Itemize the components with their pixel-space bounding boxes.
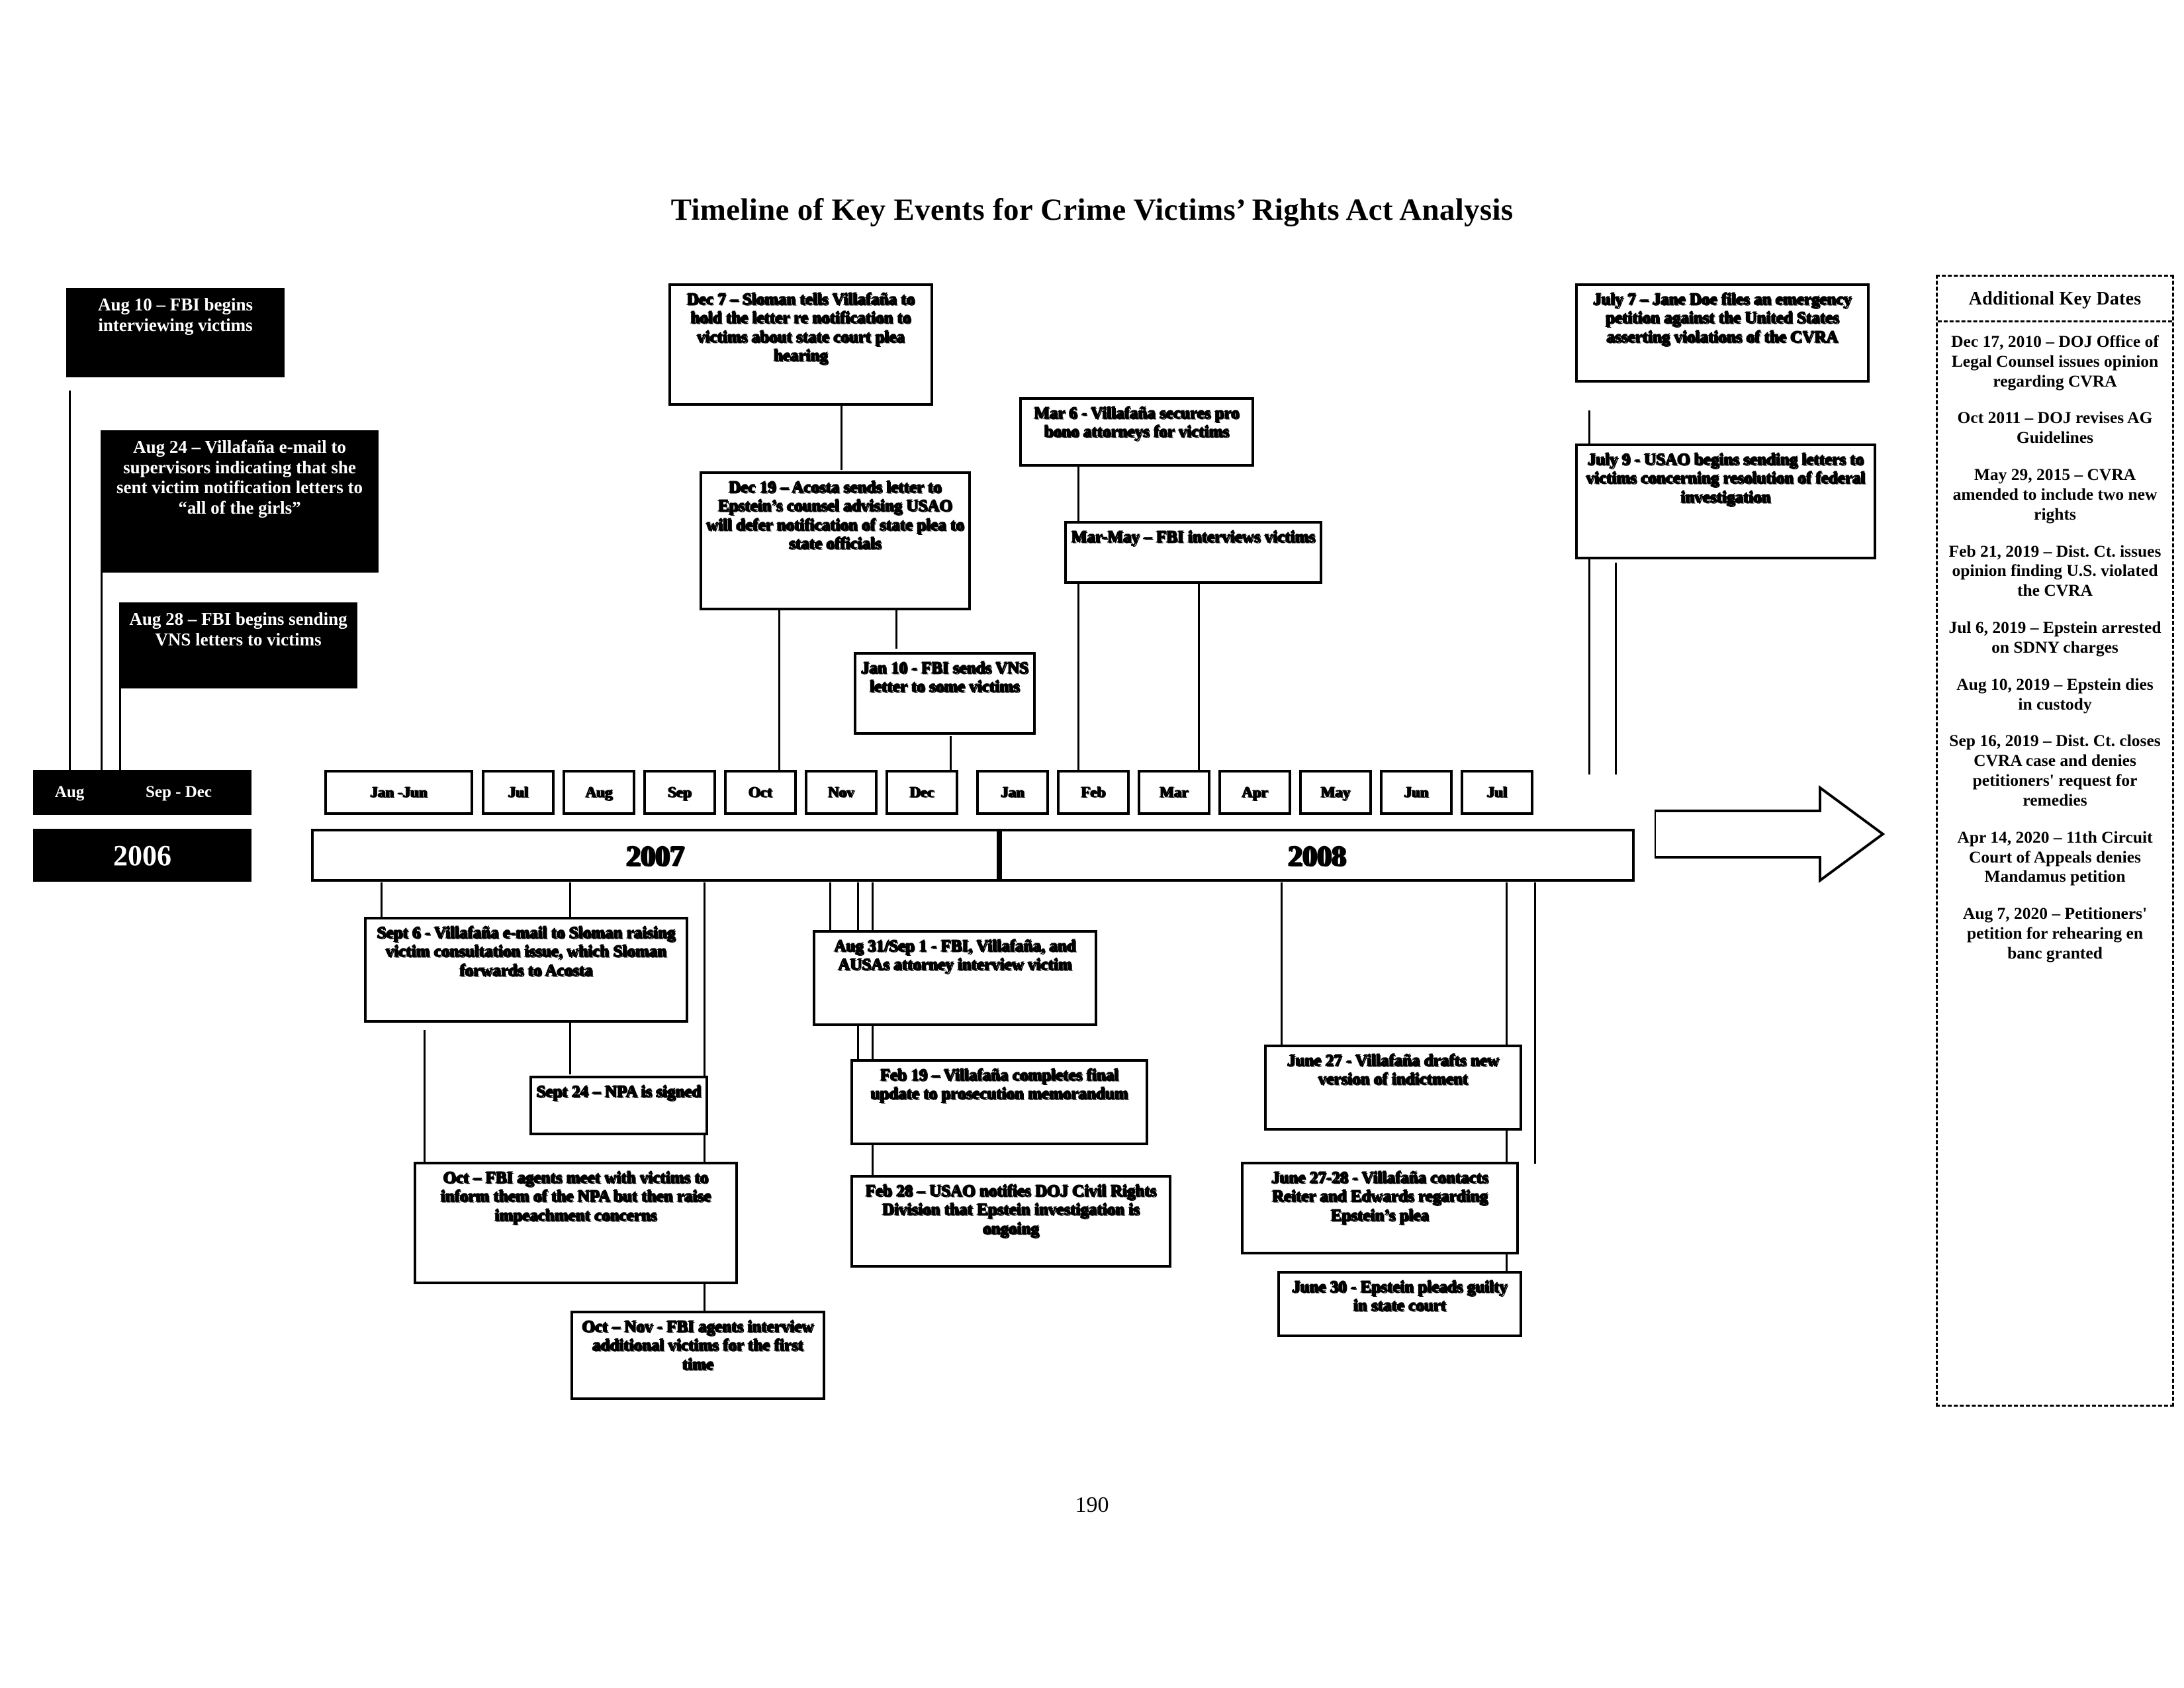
connector-jan10 bbox=[950, 736, 952, 776]
event-box-june27-new-indictment[interactable]: June 27 - Villafaña drafts new version o… bbox=[1264, 1045, 1522, 1131]
event-box-sept6-villafana-email-sloman[interactable]: Sept 6 - Villafaña e-mail to Sloman rais… bbox=[364, 917, 688, 1023]
month-cell-aug-2006[interactable]: Aug bbox=[33, 770, 106, 815]
year-cell-2006[interactable]: 2006 bbox=[33, 829, 251, 882]
month-cell-aug-2007[interactable]: Aug bbox=[563, 770, 635, 815]
connector-june27 bbox=[1281, 882, 1283, 1045]
month-cell-feb-2008[interactable]: Feb bbox=[1057, 770, 1130, 815]
key-date-item: Jul 6, 2019 – Epstein arrested on SDNY c… bbox=[1948, 618, 2161, 657]
month-cell-jan-jun-2007[interactable]: Jan -Jun bbox=[324, 770, 473, 815]
key-date-item: May 29, 2015 – CVRA amended to include t… bbox=[1952, 465, 2158, 524]
page-title: Timeline of Key Events for Crime Victims… bbox=[670, 193, 1514, 227]
event-box-dec19-acosta-letter[interactable]: Dec 19 – Acosta sends letter to Epstein’… bbox=[700, 471, 971, 610]
additional-key-dates-title: Additional Key Dates bbox=[1938, 277, 2172, 322]
year-cell-2007[interactable]: 2007 bbox=[311, 829, 999, 882]
additional-key-dates-panel: Additional Key Dates Dec 17, 2010 – DOJ … bbox=[1936, 275, 2174, 1407]
key-date-item: Aug 10, 2019 – Epstein dies in custody bbox=[1956, 674, 2154, 714]
connector-july7 bbox=[1588, 410, 1590, 774]
page-number: 190 bbox=[1075, 1493, 1109, 1517]
key-date-item: Dec 17, 2010 – DOJ Office of Legal Couns… bbox=[1951, 332, 2159, 391]
month-cell-mar-2008[interactable]: Mar bbox=[1138, 770, 1210, 815]
event-box-aug28-vns-letters[interactable]: Aug 28 – FBI begins sending VNS letters … bbox=[119, 602, 357, 688]
month-cell-jul-2008[interactable]: Jul bbox=[1461, 770, 1533, 815]
connector-mar6 bbox=[1077, 463, 1079, 774]
month-cell-apr-2008[interactable]: Apr bbox=[1218, 770, 1291, 815]
key-date-item: Aug 7, 2020 – Petitioners' petition for … bbox=[1962, 904, 2148, 962]
event-box-sept24-npa-signed[interactable]: Sept 24 – NPA is signed bbox=[529, 1076, 708, 1135]
event-box-mar6-pro-bono[interactable]: Mar 6 - Villafaña secures pro bono attor… bbox=[1019, 397, 1254, 467]
connector-oct-fbi-h bbox=[424, 1030, 426, 1032]
event-box-oct-nov-interviews[interactable]: Oct – Nov - FBI agents interview additio… bbox=[570, 1311, 825, 1400]
connector-july9 bbox=[1615, 563, 1617, 774]
event-box-june27-28-contacts-reiter-edwards[interactable]: June 27-28 - Villafaña contacts Reiter a… bbox=[1241, 1162, 1519, 1254]
key-date-item: Feb 21, 2019 – Dist. Ct. issues opinion … bbox=[1948, 541, 2161, 600]
event-box-mar-may-fbi-interviews[interactable]: Mar-May – FBI interviews victims bbox=[1064, 521, 1322, 584]
timeline-continues-arrow-icon bbox=[1655, 785, 1886, 883]
month-cell-sep-dec-2006[interactable]: Sep - Dec bbox=[106, 770, 251, 815]
connector-oct-fbi bbox=[424, 1030, 426, 1162]
event-box-june30-epstein-pleads-guilty[interactable]: June 30 - Epstein pleads guilty in state… bbox=[1277, 1271, 1522, 1337]
event-box-jan10-fbi-vns[interactable]: Jan 10 - FBI sends VNS letter to some vi… bbox=[854, 652, 1036, 735]
month-cell-oct-2007[interactable]: Oct bbox=[724, 770, 797, 815]
event-box-dec7-sloman-hold-letter[interactable]: Dec 7 – Sloman tells Villafaña to hold t… bbox=[668, 283, 933, 406]
event-box-july7-jane-doe-petition[interactable]: July 7 – Jane Doe files an emergency pet… bbox=[1575, 283, 1870, 383]
month-cell-sep-2007[interactable]: Sep bbox=[643, 770, 716, 815]
connector-marmay bbox=[1198, 583, 1200, 774]
connector-aug31sep1 bbox=[829, 882, 831, 930]
key-date-item: Oct 2011 – DOJ revises AG Guidelines bbox=[1957, 408, 2153, 447]
connector-aug24 bbox=[101, 430, 103, 774]
event-box-oct-fbi-meets-victims[interactable]: Oct – FBI agents meet with victims to in… bbox=[414, 1162, 738, 1284]
event-box-aug31-sep1-interview[interactable]: Aug 31/Sep 1 - FBI, Villafaña, and AUSAs… bbox=[813, 930, 1097, 1026]
month-cell-jul-2007[interactable]: Jul bbox=[482, 770, 555, 815]
connector-june2728 bbox=[1534, 882, 1536, 1164]
connector-dec19b bbox=[778, 608, 780, 776]
event-box-aug10-fbi-interviews[interactable]: Aug 10 – FBI begins interviewing victims bbox=[66, 288, 285, 377]
event-box-july9-usao-letters[interactable]: July 9 - USAO begins sending letters to … bbox=[1575, 444, 1876, 559]
year-cell-2008[interactable]: 2008 bbox=[999, 829, 1635, 882]
month-cell-jan-2008[interactable]: Jan bbox=[976, 770, 1049, 815]
event-box-feb28-usao-notifies-doj[interactable]: Feb 28 – USAO notifies DOJ Civil Rights … bbox=[850, 1175, 1171, 1268]
event-box-aug24-villafana-email[interactable]: Aug 24 – Villafaña e-mail to supervisors… bbox=[101, 430, 379, 573]
connector-sept6 bbox=[381, 882, 383, 917]
event-box-feb19-prosecution-memo[interactable]: Feb 19 – Villafaña completes final updat… bbox=[850, 1059, 1148, 1145]
connector-feb28 bbox=[872, 882, 874, 1177]
month-cell-nov-2007[interactable]: Nov bbox=[805, 770, 878, 815]
connector-dec7 bbox=[841, 404, 842, 470]
connector-dec19 bbox=[895, 609, 897, 649]
connector-aug10 bbox=[69, 391, 71, 774]
key-date-item: Sep 16, 2019 – Dist. Ct. closes CVRA cas… bbox=[1949, 731, 2161, 810]
key-date-item: Apr 14, 2020 – 11th Circuit Court of App… bbox=[1957, 827, 2153, 886]
month-cell-dec-2007[interactable]: Dec bbox=[886, 770, 958, 815]
month-cell-may-2008[interactable]: May bbox=[1299, 770, 1372, 815]
connector-aug28 bbox=[119, 682, 121, 774]
additional-key-dates-list: Dec 17, 2010 – DOJ Office of Legal Couns… bbox=[1938, 322, 2172, 987]
month-cell-jun-2008[interactable]: Jun bbox=[1380, 770, 1453, 815]
